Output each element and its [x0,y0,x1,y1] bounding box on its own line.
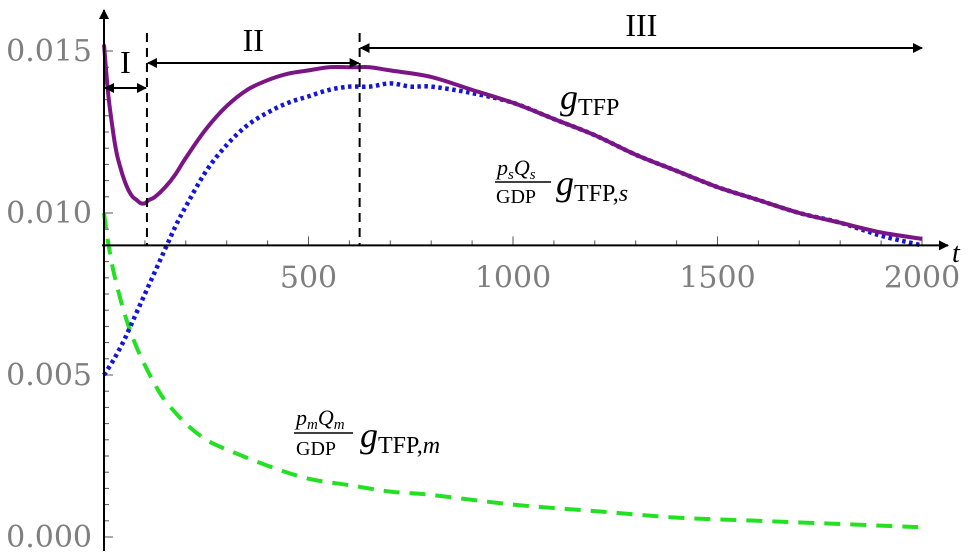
annotation-g-tfp-m: pmQm GDP gTFP,m [294,405,440,460]
phase-label-i: I [120,44,131,80]
svg-text:psQs: psQs [495,155,536,183]
svg-text:pmQm: pmQm [294,405,345,433]
series-line-g-tfp [102,44,923,241]
phase-label-ii: II [243,22,264,58]
y-tick-label: 0.010 [6,196,92,231]
svg-text:GDP: GDP [296,438,336,460]
phase-label-iii: III [625,7,657,43]
x-tick-label: 1500 [679,260,755,295]
annotation-g-tfp-s: psQs GDP gTFP,s [495,155,628,208]
series-line-g-tfp-m [102,212,923,530]
x-tick-label: 500 [280,260,337,295]
y-tick-label: 0.015 [6,34,92,69]
series-line-g-tfp-s [102,81,923,377]
y-tick-labels: 0.000 0.005 0.010 0.015 [6,34,92,555]
y-tick-label: 0.000 [6,520,92,555]
x-tick-labels: 500 1000 1500 2000 [280,260,960,295]
annotation-g-tfp: gTFP [560,77,619,121]
svg-text:gTFP,s: gTFP,s [556,163,628,207]
svg-text:gTFP,m: gTFP,m [360,415,440,459]
svg-text:GDP: GDP [496,186,536,208]
x-tick-label: 2000 [884,260,960,295]
x-tick-label: 1000 [475,260,551,295]
x-axis-label: t [952,238,961,269]
y-tick-label: 0.005 [6,358,92,393]
